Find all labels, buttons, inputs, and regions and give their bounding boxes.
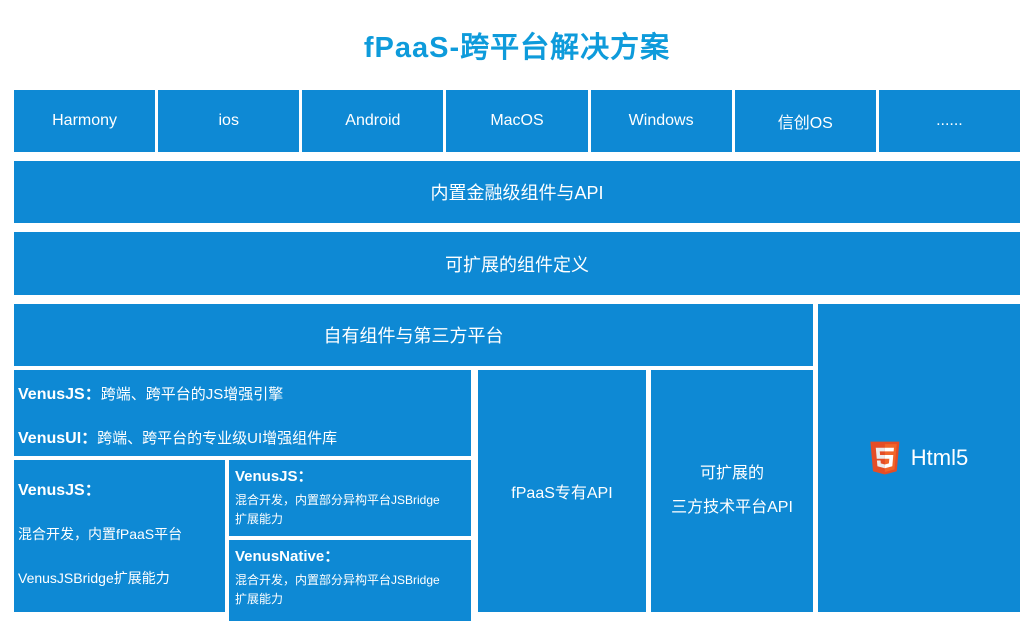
component-definition-bar: 可扩展的组件定义 <box>14 232 1020 295</box>
venus-engine-block: VenusJS：跨端、跨平台的JS增强引擎 VenusUI：跨端、跨平台的专业级… <box>14 370 471 456</box>
platform-row: Harmony ios Android MacOS Windows 信创OS .… <box>14 90 1020 152</box>
diagram-title: fPaaS-跨平台解决方案 <box>363 32 671 64</box>
venusnative-bridge-label: VenusNative： <box>235 548 340 565</box>
venus-fpaas-label: VenusJS： <box>18 482 101 499</box>
venus-fpaas-line1: 混合开发，内置fPaaS平台 <box>18 526 183 542</box>
platform-box-macos: MacOS <box>446 90 588 152</box>
venusjs-bridge-block: VenusJS： 混合开发，内置部分异构平台JSBridge 扩展能力 <box>229 460 471 536</box>
venusjs-engine-line: VenusJS：跨端、跨平台的JS增强引擎 <box>18 380 465 404</box>
venusjs-text: 跨端、跨平台的JS增强引擎 <box>100 386 284 403</box>
fpaas-api-block: fPaaS专有API <box>478 370 646 612</box>
platform-box-more: ...... <box>878 90 1020 152</box>
venusui-label: VenusUI： <box>18 430 98 447</box>
platform-box-harmony: Harmony <box>14 90 156 152</box>
venusjs-bridge-line1: 混合开发，内置部分异构平台JSBridge <box>235 493 440 507</box>
third-party-line1: 可扩展的 <box>699 465 764 483</box>
platform-box-xinchuang-os: 信创OS <box>734 90 876 152</box>
venusui-text: 跨端、跨平台的专业级UI增强组件库 <box>97 430 338 447</box>
venus-fpaas-line2: VenusJSBridge扩展能力 <box>18 570 170 586</box>
third-party-line2: 三方技术平台API <box>671 499 793 516</box>
venusui-engine-line: VenusUI：跨端、跨平台的专业级UI增强组件库 <box>18 424 465 448</box>
venusjs-bridge-line2: 扩展能力 <box>235 511 284 526</box>
html5-icon <box>870 441 900 475</box>
own-components-bar: 自有组件与第三方平台 <box>14 304 813 366</box>
html5-block: Html5 <box>818 304 1020 612</box>
venusjs-label: VenusJS： <box>18 386 101 403</box>
third-party-api-block: 可扩展的 三方技术平台API <box>651 370 813 612</box>
platform-box-ios: ios <box>158 90 300 152</box>
platform-box-android: Android <box>302 90 444 152</box>
html5-label: Html5 <box>910 445 969 470</box>
venusnative-bridge-line2: 扩展能力 <box>235 591 284 606</box>
venusnative-bridge-block: VenusNative： 混合开发，内置部分异构平台JSBridge 扩展能力 <box>229 540 471 621</box>
third-party-api-text: 可扩展的 三方技术平台API <box>671 457 793 524</box>
builtin-api-bar: 内置金融级组件与API <box>14 161 1020 223</box>
venus-fpaas-bridge-block: VenusJS： 混合开发，内置fPaaS平台 VenusJSBridge扩展能… <box>14 460 225 612</box>
platform-box-windows: Windows <box>590 90 732 152</box>
venusnative-bridge-line1: 混合开发，内置部分异构平台JSBridge <box>235 573 440 587</box>
venusjs-bridge-label: VenusJS： <box>235 468 313 485</box>
